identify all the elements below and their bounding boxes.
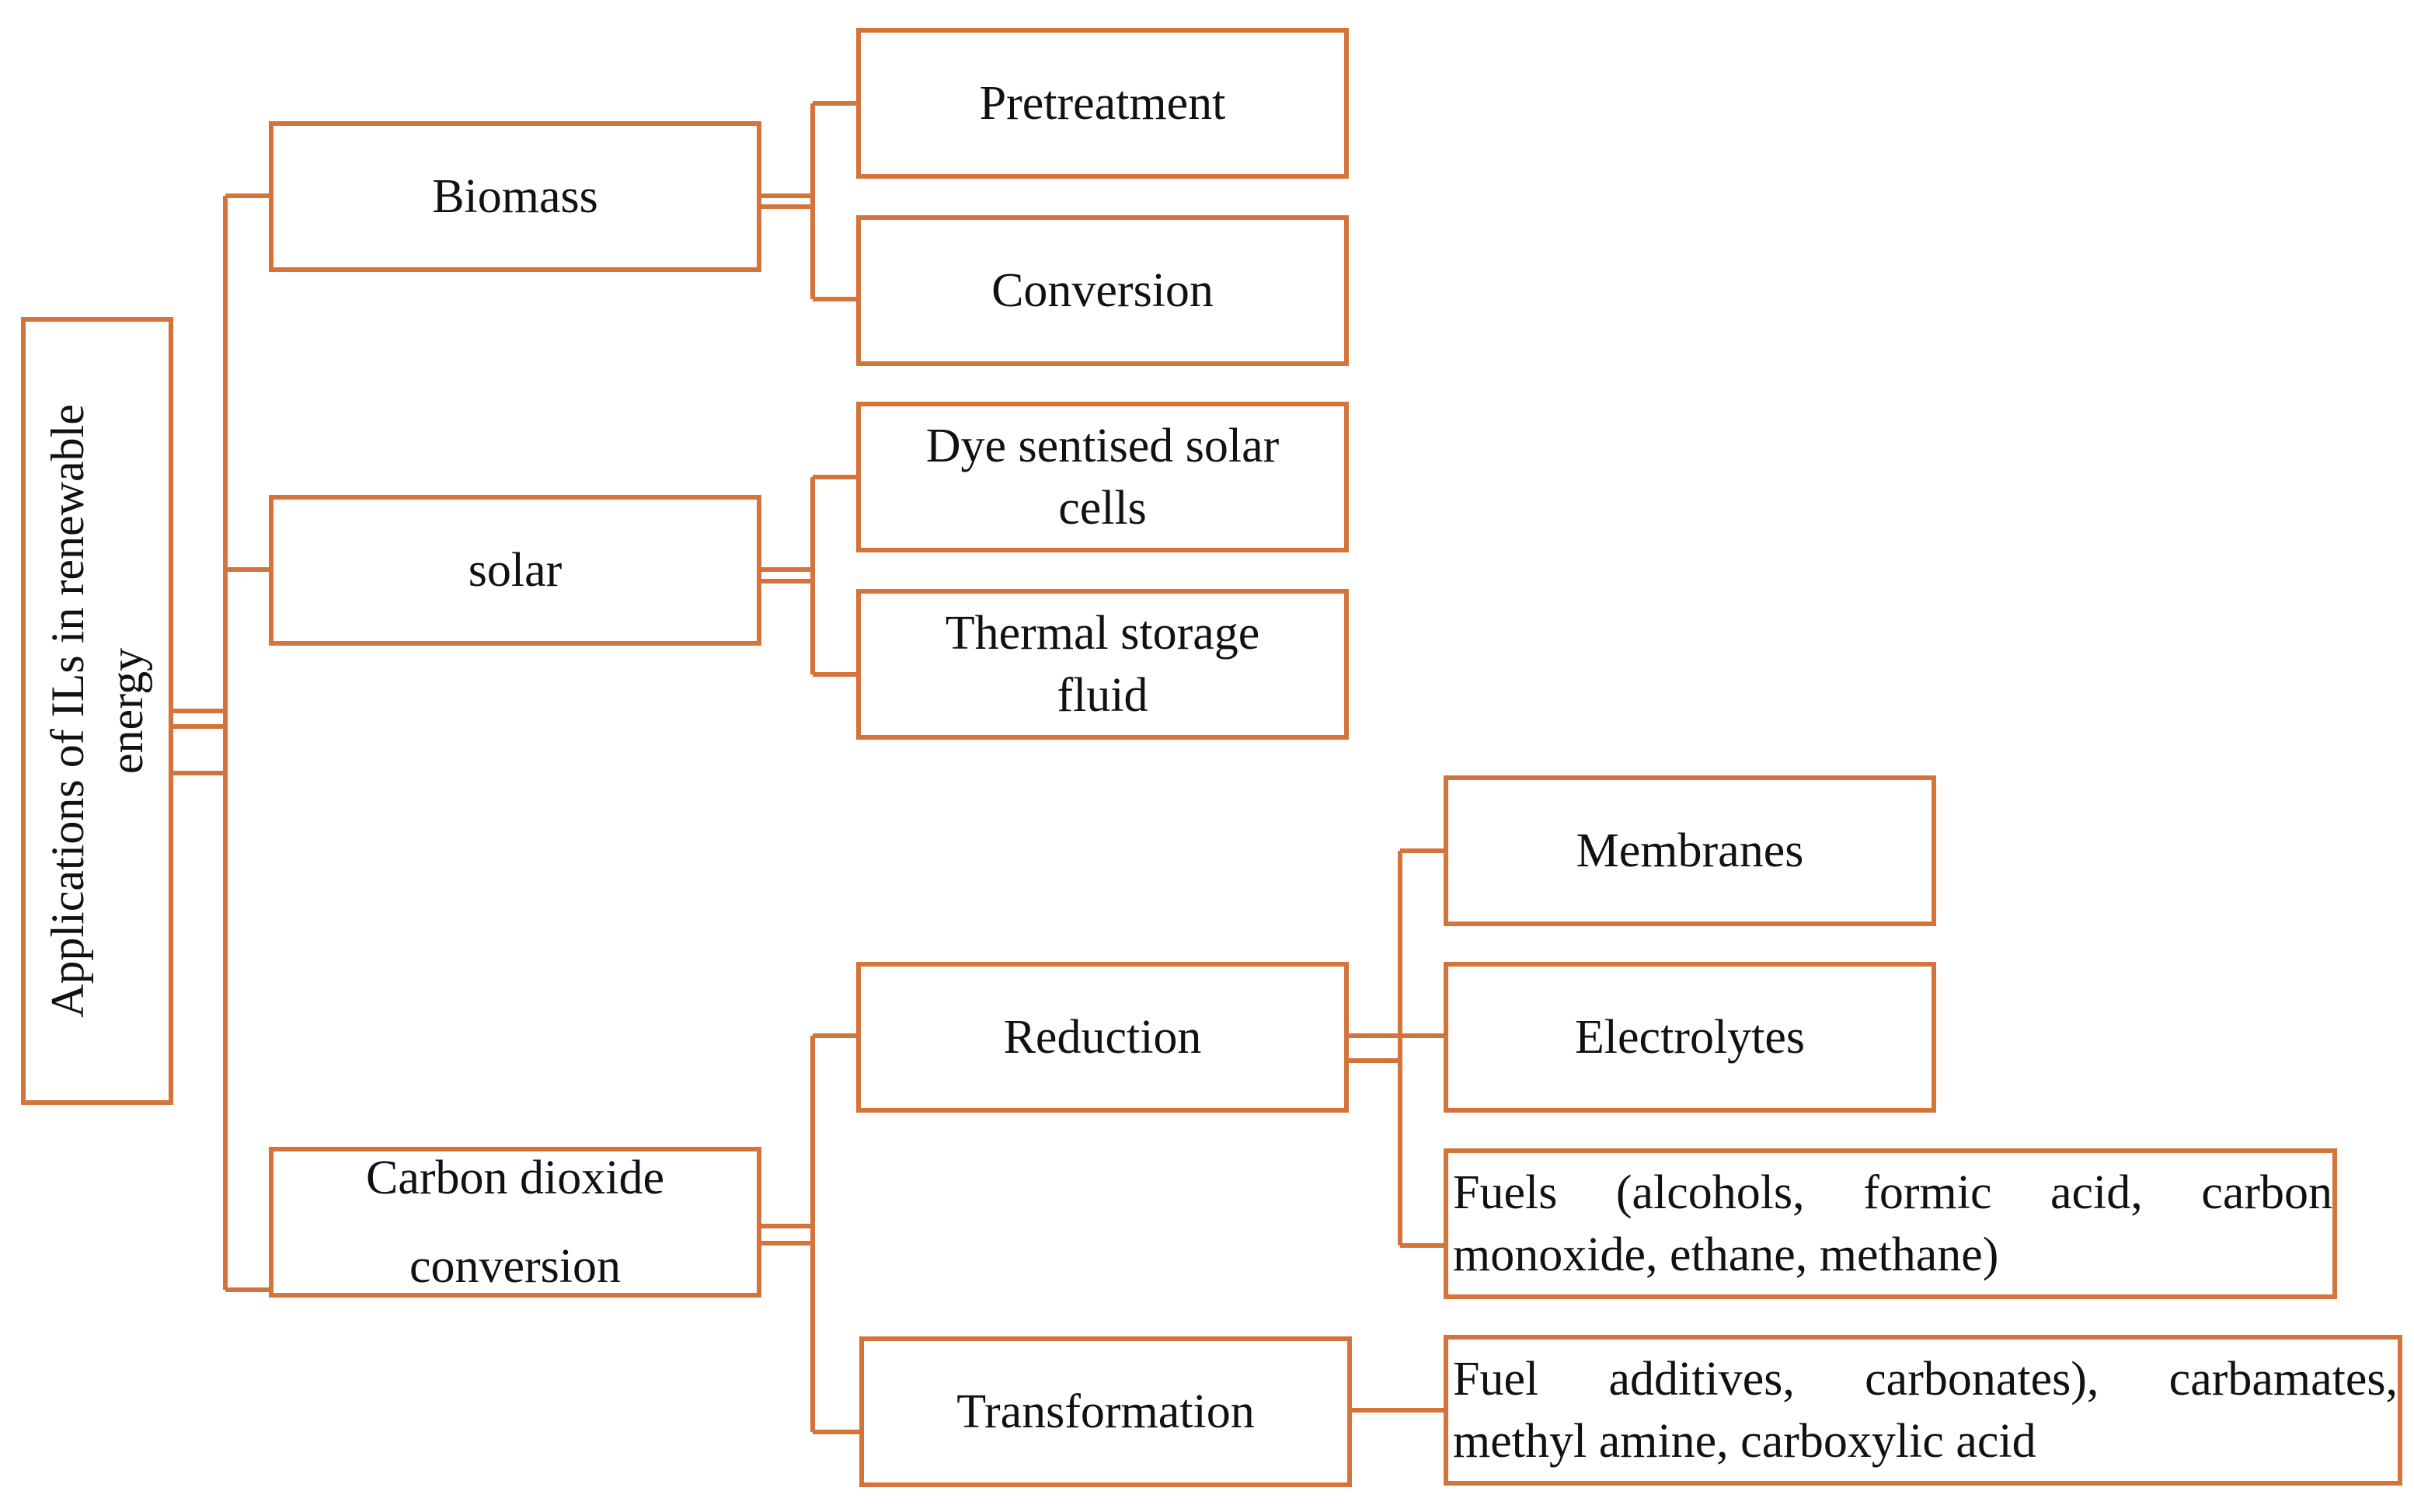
conversion-node: Conversion — [856, 215, 1349, 366]
fuel-additives-node: Fuel additives, carbonates), carbamates,… — [1444, 1335, 2402, 1486]
electrolytes-node: Electrolytes — [1444, 962, 1936, 1113]
co2-label-line1: Carbon dioxide — [366, 1151, 664, 1204]
dye-solar-label-line2: cells — [1058, 482, 1147, 535]
electrolytes-label: Electrolytes — [1574, 1011, 1806, 1064]
membranes-node: Membranes — [1444, 775, 1936, 926]
thermal-storage-node: Thermal storage fluid — [856, 589, 1349, 740]
biomass-label: Biomass — [432, 170, 598, 223]
membranes-label: Membranes — [1576, 824, 1804, 877]
fuel-additives-label-line2: methyl amine, carboxylic acid — [1453, 1415, 2036, 1468]
transformation-node: Transformation — [859, 1336, 1352, 1487]
fuels-label-line1: Fuels (alcohols, formic acid, carbon — [1453, 1166, 2332, 1219]
fuels-node: Fuels (alcohols, formic acid, carbon mon… — [1444, 1148, 2337, 1299]
root-label-line1: Applications of ILs in renewable — [42, 404, 93, 1018]
root-label-line2: energy — [101, 647, 152, 775]
dye-solar-label-line1: Dye sentised solar — [925, 420, 1280, 472]
reduction-node: Reduction — [856, 962, 1349, 1113]
biomass-node: Biomass — [269, 121, 761, 272]
conversion-label: Conversion — [991, 264, 1214, 317]
thermal-storage-label-line2: fluid — [1057, 669, 1148, 722]
fuels-label-line2: monoxide, ethane, methane) — [1453, 1228, 1999, 1281]
pretreatment-node: Pretreatment — [856, 28, 1349, 179]
pretreatment-label: Pretreatment — [979, 77, 1226, 130]
transformation-label: Transformation — [956, 1385, 1255, 1438]
thermal-storage-label-line1: Thermal storage — [945, 607, 1260, 660]
solar-label: solar — [468, 544, 563, 597]
co2-label-line2: conversion — [409, 1240, 622, 1293]
fuel-additives-label-line1: Fuel additives, carbonates), carbamates, — [1453, 1353, 2398, 1406]
root-label: Applications of ILs in renewable energy — [38, 404, 156, 1018]
co2-node: Carbon dioxide conversion — [269, 1147, 761, 1298]
dye-solar-node: Dye sentised solar cells — [856, 402, 1349, 552]
reduction-label: Reduction — [1003, 1011, 1202, 1064]
root-node: Applications of ILs in renewable energy — [21, 317, 173, 1105]
solar-node: solar — [269, 495, 761, 646]
